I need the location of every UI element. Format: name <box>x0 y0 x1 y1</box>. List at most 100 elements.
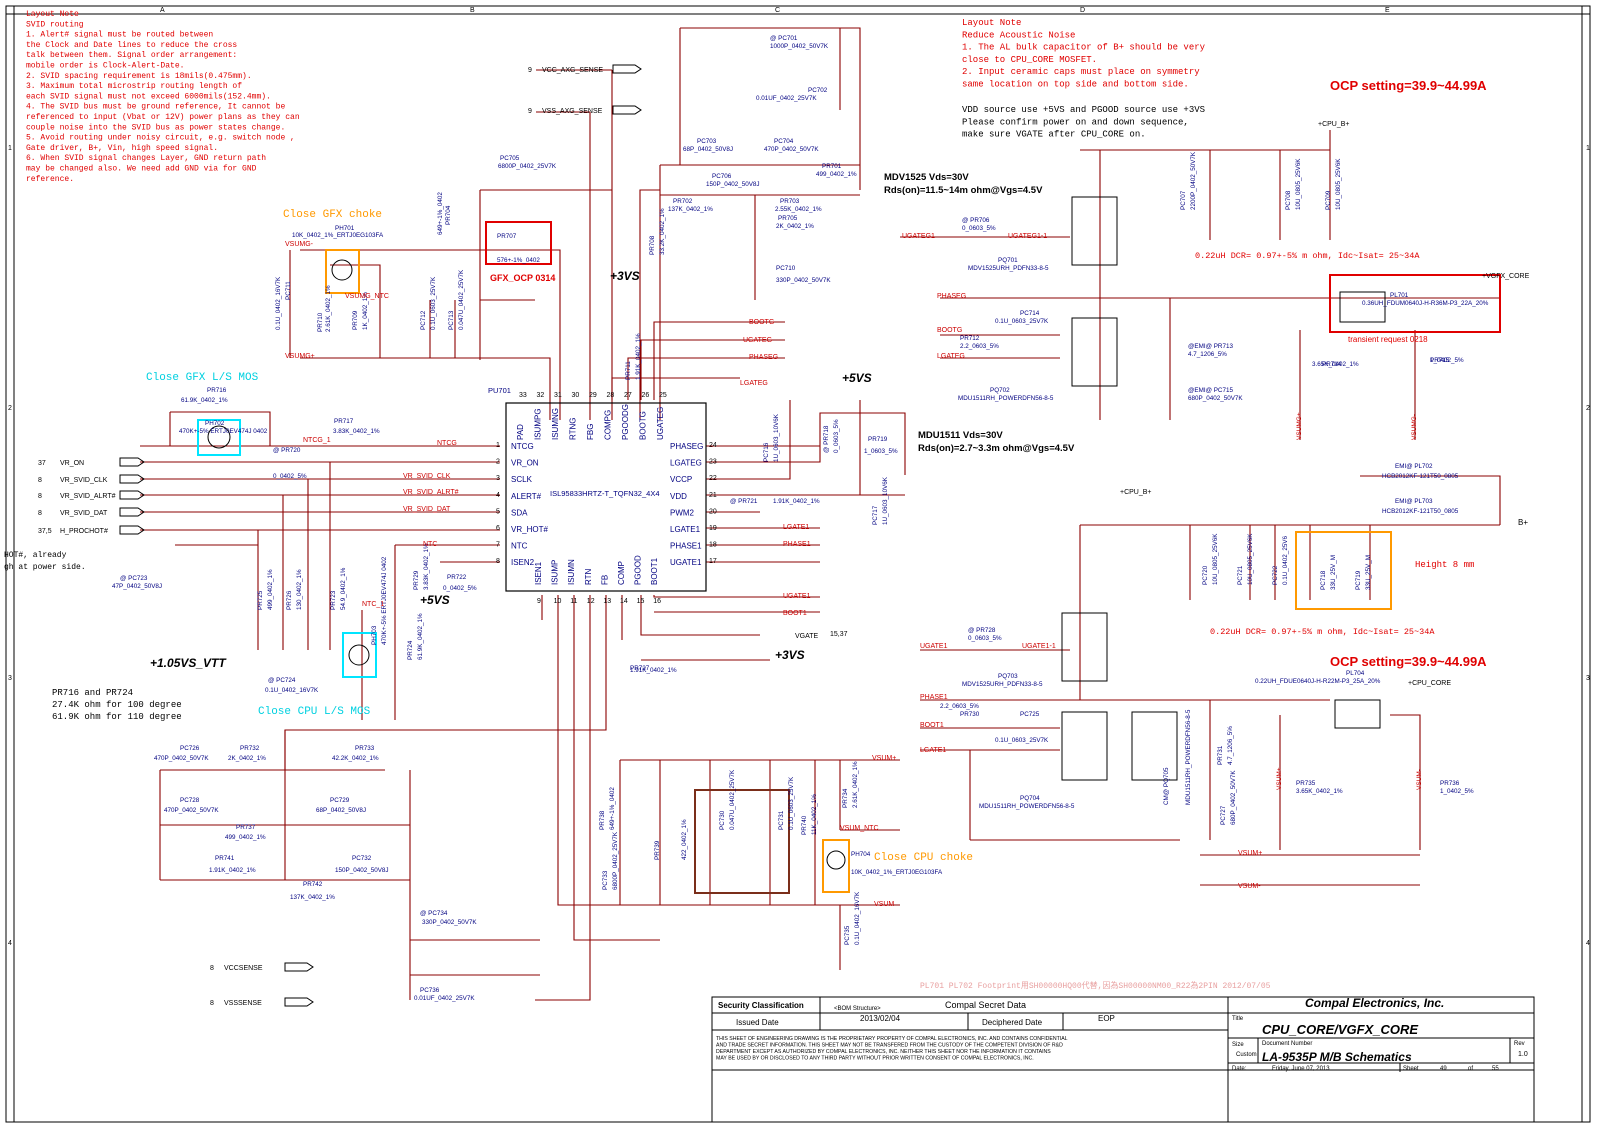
row-label-right: 4 <box>1586 940 1590 947</box>
ic-bottom-pins: ISEN19ISUMP10ISUMN11RTN12FB13COMP14PGOOD… <box>534 555 661 605</box>
net-label-vsumg-ntc: VSUMG_NTC <box>345 293 389 300</box>
ic-pin-number: 12 <box>587 598 595 605</box>
component-refdes: PH703 <box>371 625 378 645</box>
power-rails: +3VS+5VS+5VS+1.05VS_VTT+3VS+CPU_B++CPU_B… <box>150 121 1530 687</box>
component-value: 4.7_1206_5% <box>1227 726 1234 765</box>
component-refdes: PR712 <box>960 335 980 342</box>
component-refdes: PR727 <box>630 665 650 672</box>
component-refdes: PR725 <box>257 590 264 610</box>
title-value: CPU_CORE/VGFX_CORE <box>1262 1022 1418 1037</box>
component-refdes: PR715 <box>1430 357 1450 364</box>
component-refdes: PC711 <box>285 281 292 300</box>
component-value: 0.1U_0402_25V6 <box>1282 535 1289 585</box>
ic-pin-number: 4 <box>496 492 500 499</box>
ic-pin-name: NTC <box>511 542 528 551</box>
ocp-setting-2: OCP setting=39.9~44.99A <box>1330 654 1487 669</box>
power-rail-vgfx-core: +VGFX_CORE <box>1482 273 1530 280</box>
component-refdes: PC716 <box>763 442 770 462</box>
note-line: the Clock and Date lines to reduce the c… <box>26 41 237 50</box>
net-label-ugateg1: UGATEG1 <box>902 233 935 240</box>
ic-pin-number: 31 <box>554 392 562 399</box>
ic-pin-number: 15 <box>637 598 645 605</box>
thermistors <box>207 259 846 870</box>
sheet-label: Sheet <box>1403 1066 1419 1072</box>
cpu-choke-thermistor-box <box>822 839 850 893</box>
component-refdes: PR734 <box>842 788 849 808</box>
off-page-arrow <box>119 457 145 467</box>
net-label-svid-dat: VR_SVID_DAT <box>403 506 451 513</box>
custom-label: Custom <box>1236 1052 1257 1058</box>
net-label-svid-clk: VR_SVID_CLK <box>403 473 451 480</box>
ic-pin-name: ISEN1 <box>534 561 543 585</box>
ic-pin-name: ALERT# <box>511 492 542 501</box>
off-page-arrow <box>119 490 145 500</box>
component-refdes: PR717 <box>334 418 354 425</box>
component-value: 1.91K_0402_1% <box>630 667 677 674</box>
net-label-ntcg: NTCG <box>437 440 457 447</box>
ic-pin-name: PHASE1 <box>670 542 702 551</box>
note-line: Layout Note <box>26 10 79 19</box>
component-refdes: PC708 <box>1285 190 1292 210</box>
component-value: 1_0402_5% <box>1430 357 1464 364</box>
component-refdes: PR710 <box>317 312 324 332</box>
row-label: 1 <box>8 145 12 152</box>
note-line: 5. Avoid routing under noisy circuit, e.… <box>26 134 295 143</box>
component-value: 10U_0805_25V6K <box>1335 158 1342 210</box>
ic-pin-name: VCCP <box>670 475 692 484</box>
component-value: 0.1U_0603_25V7K <box>788 776 795 830</box>
component-refdes: @EMI@ PC715 <box>1188 387 1233 394</box>
ocp-setting-1: OCP setting=39.9~44.99A <box>1330 78 1487 93</box>
net-label-vsum-minus-v: VSUM- <box>1416 769 1423 790</box>
ic-pin-number: 16 <box>653 598 661 605</box>
component-refdes: PC717 <box>872 505 879 525</box>
component-value: 4.7_1206_5% <box>1188 351 1227 358</box>
sense-port-name: VSS_AXG_SENSE <box>542 108 603 115</box>
off-page-name: VR_SVID_ALRT# <box>60 493 116 500</box>
power-rail-p5vs-b: +5VS <box>420 593 450 607</box>
component-refdes: PR716 <box>207 387 227 394</box>
component-value: 54.9_0402_1% <box>340 567 347 610</box>
component-value: 2K_0402_1% <box>776 223 814 230</box>
ph703-thermistor <box>348 644 370 666</box>
component-refdes: PR741 <box>215 855 235 862</box>
sense-port-number: 8 <box>210 1000 214 1007</box>
gfx-ocp-box <box>485 221 552 265</box>
component-refdes: PC727 <box>1220 805 1227 825</box>
ic-pin-name: ISEN2 <box>511 558 535 567</box>
component-value: 576+-1%_0402 <box>497 257 540 264</box>
off-page-arrow <box>119 507 145 517</box>
note-line: Reduce Acoustic Noise <box>962 30 1075 40</box>
net-label-boot1b: BOOT1 <box>920 722 944 729</box>
mosfets <box>1061 196 1386 781</box>
gfx-choke-thermistor-box <box>325 249 360 294</box>
component-value: 2.2_0603_5% <box>960 343 999 350</box>
component-value: 1U_0603_10V6K <box>882 476 889 525</box>
highlight-boxes <box>197 221 1501 894</box>
title-block-text: Security Classification Compal Secret Da… <box>716 996 1528 1072</box>
ic-pin-number: 18 <box>709 542 717 549</box>
component-value: HCB2012KF-121T50_0805 <box>1382 473 1459 480</box>
note-line: make sure VGATE after CPU_CORE on. <box>962 130 1146 140</box>
net-label-bootg1: BOOTG <box>937 327 962 334</box>
legal-line: THIS SHEET OF ENGINEERING DRAWING IS THE… <box>716 1036 1068 1042</box>
component-value: 0_0603_5% <box>833 419 840 453</box>
component-value: 330P_0402_50V7K <box>776 277 831 284</box>
column-label: D <box>1080 7 1085 14</box>
component-refdes: @ PR720 <box>273 447 301 454</box>
ic-pin-name: RTN <box>584 568 593 585</box>
component-refdes: PC732 <box>352 855 372 862</box>
ic-pin-number: 28 <box>607 392 615 399</box>
component-value: 499_0402_1% <box>267 569 274 610</box>
component-value: 0_0603_5% <box>962 225 996 232</box>
component-value: 6800P_0402_25V7K <box>498 163 557 170</box>
component-refdes: PC730 <box>719 810 726 830</box>
sense-port-arrow <box>284 962 314 972</box>
component-value: 33U_25V_M <box>1330 555 1337 590</box>
net-label-ntcg1: NTCG_1 <box>303 437 331 444</box>
note-line: mobile order is Clock-Alert-Date. <box>26 62 184 71</box>
ic-pin-name: LGATE1 <box>670 525 701 534</box>
power-rail-p105: +1.05VS_VTT <box>150 656 227 670</box>
ic-left-pins: NTCG1VR_ON2SCLK3ALERT#4SDA5VR_HOT#6NTC7I… <box>496 442 548 567</box>
